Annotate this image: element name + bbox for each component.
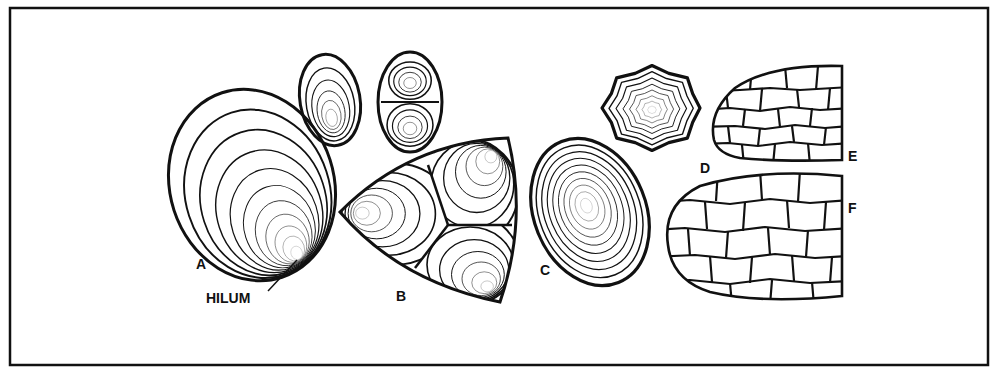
small-grain xyxy=(292,49,367,150)
grain-d xyxy=(602,66,700,151)
hilum-label: HILUM xyxy=(206,290,250,306)
part-letter: A xyxy=(196,256,206,272)
compound-grain xyxy=(378,52,442,152)
part-letter: B xyxy=(396,288,406,304)
grain-b xyxy=(338,138,518,305)
part-letter: C xyxy=(540,262,550,278)
cell-cluster-e xyxy=(700,66,850,165)
part-letter: E xyxy=(848,148,857,164)
grain-a xyxy=(144,67,360,302)
cell-cluster-f xyxy=(650,170,850,305)
part-letter: D xyxy=(700,160,710,176)
figure-frame xyxy=(10,8,988,365)
part-letter: F xyxy=(848,200,857,216)
leader-line xyxy=(268,260,297,291)
